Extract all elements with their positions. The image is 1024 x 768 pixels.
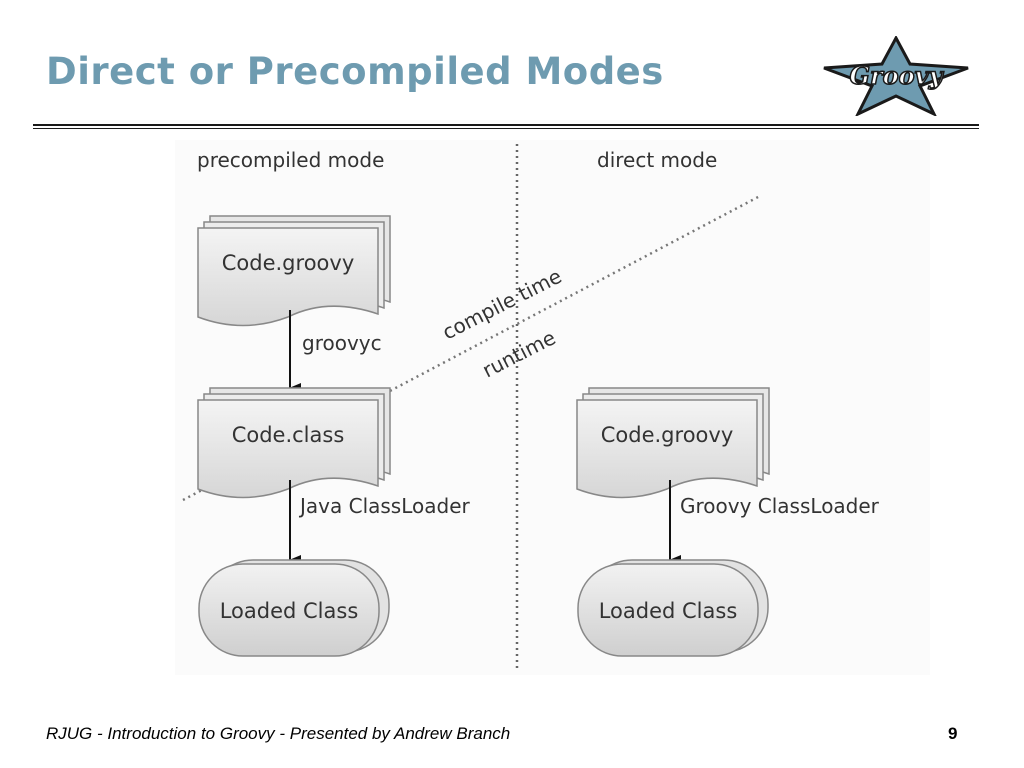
header-rule-thin [33,128,979,129]
precompiled-heading: precompiled mode [197,148,384,172]
page-number: 9 [948,724,958,743]
java-classloader-label: Java ClassLoader [298,494,471,518]
precompiled-loaded-label: Loaded Class [220,599,359,623]
slide-footer: RJUG - Introduction to Groovy - Presente… [46,724,511,743]
slide-title: Direct or Precompiled Modes [46,50,664,93]
groovy-logo: Groovy [823,36,969,116]
groovy-classloader-label: Groovy ClassLoader [680,494,880,518]
direct-source-label: Code.groovy [601,423,734,447]
direct-source-doc: Code.groovy [576,387,770,499]
header-rule [33,124,979,126]
direct-loaded-label: Loaded Class [599,599,738,623]
groovyc-label: groovyc [302,331,382,355]
precompiled-loaded-class: Loaded Class [198,559,390,657]
compiled-class-label: Code.class [232,423,345,447]
compiled-class-doc: Code.class [197,387,391,499]
precompiled-source-doc: Code.groovy [197,215,391,327]
precompiled-source-label: Code.groovy [222,251,355,275]
modes-diagram: precompiled mode direct mode compile tim… [175,140,930,675]
direct-heading: direct mode [597,148,717,172]
star-icon [823,36,969,116]
direct-loaded-class: Loaded Class [577,559,769,657]
logo-wordmark: Groovy [849,61,944,90]
